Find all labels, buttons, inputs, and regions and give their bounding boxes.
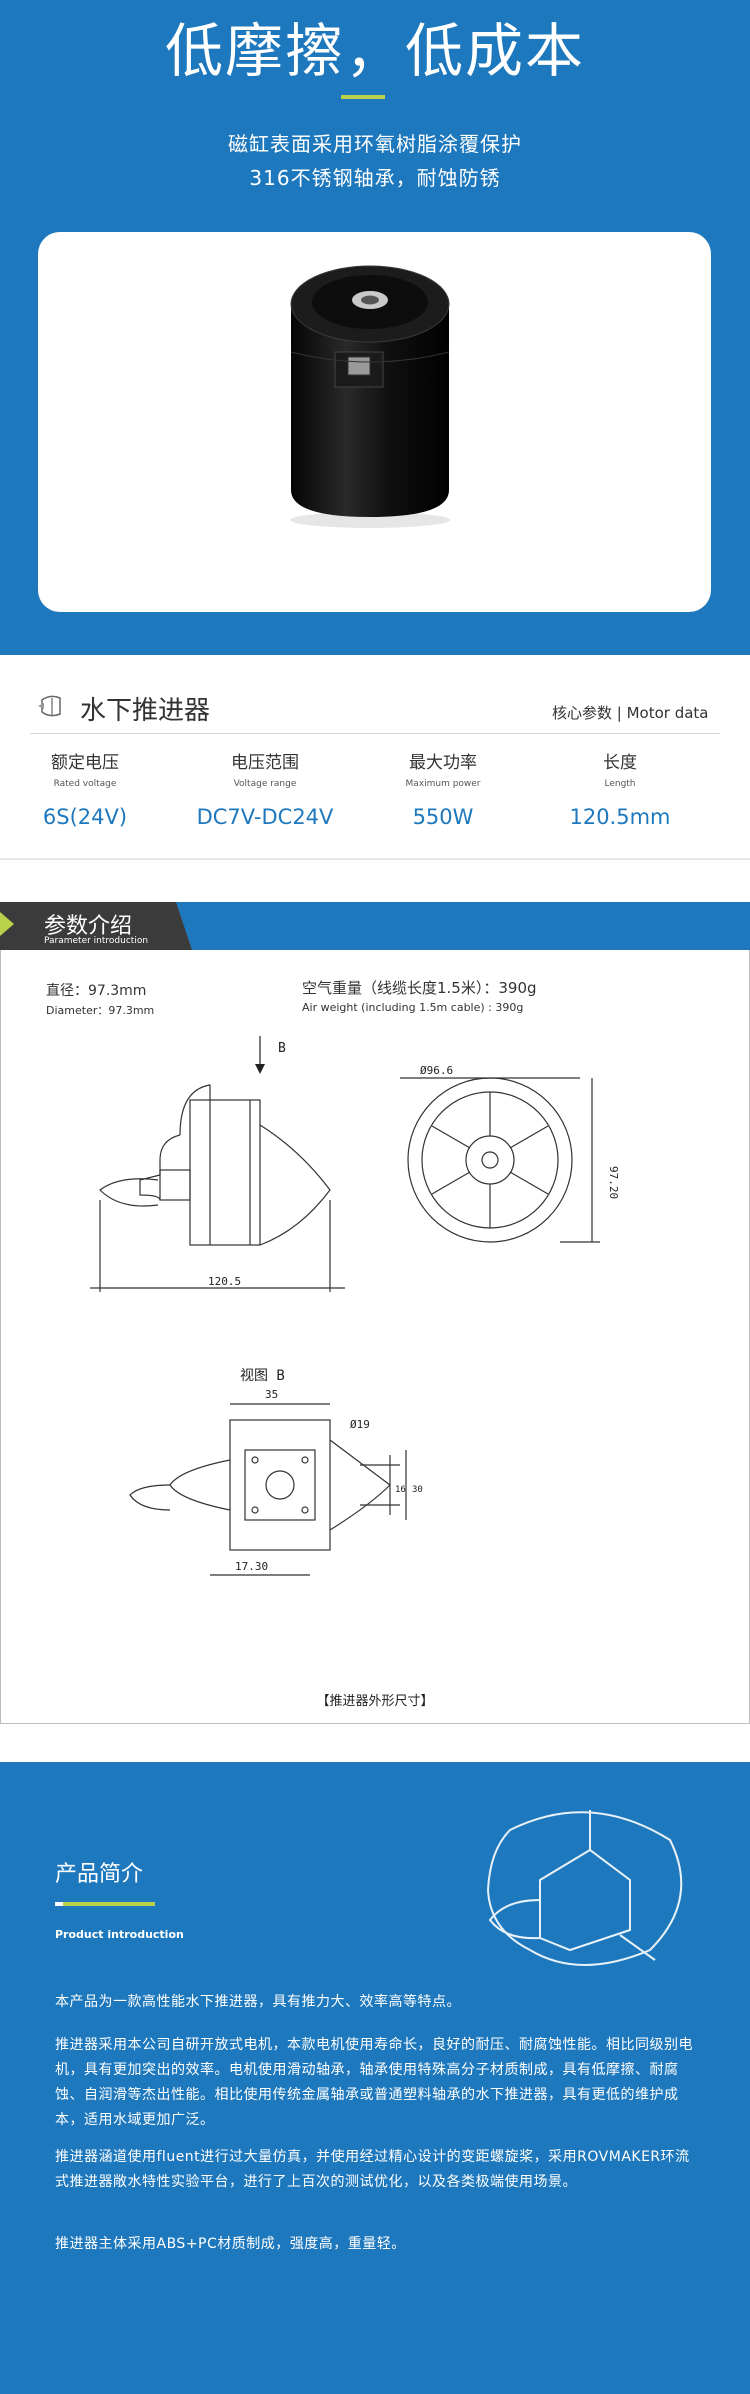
spec-label-en: Maximum power xyxy=(405,779,481,789)
dim-phi19: Ø19 xyxy=(350,1418,370,1431)
view-arrow-label: B xyxy=(278,1041,286,1056)
spec-value: 550W xyxy=(412,805,474,829)
spec-label-en: Rated voltage xyxy=(53,779,117,789)
product-photo-card xyxy=(38,232,711,612)
spec-label: 额定电压 xyxy=(51,753,119,773)
side-view: 120.5 xyxy=(90,1084,345,1292)
spec-max-power: 最大功率 Maximum power 550W xyxy=(358,748,528,829)
spec-label-en: Length xyxy=(604,779,636,789)
intro-underline xyxy=(55,1902,155,1906)
spec-label: 长度 xyxy=(603,753,637,773)
diameter-zh: 直径：97.3mm xyxy=(46,983,147,999)
dim-height: 97.20 xyxy=(607,1166,620,1199)
diameter-en: Diameter：97.3mm xyxy=(46,1004,155,1017)
thruster-line-art xyxy=(470,1790,700,1980)
dim-16: 16 xyxy=(395,1485,406,1495)
dim-35: 35 xyxy=(265,1388,278,1401)
air-weight-en: Air weight (including 1.5m cable) : 390g xyxy=(302,1001,524,1014)
intro-paragraph-3: 推进器涵道使用fluent进行过大量仿真，并使用经过精心设计的变距螺旋桨，采用R… xyxy=(55,2149,690,2190)
spec-rated-voltage: 额定电压 Rated voltage 6S(24V) xyxy=(0,748,170,829)
spec-label: 最大功率 xyxy=(409,753,477,773)
intro-paragraph-4: 推进器主体采用ABS+PC材质制成，强度高，重量轻。 xyxy=(55,2236,406,2252)
tab-marker-icon xyxy=(0,912,14,936)
dim-length: 120.5 xyxy=(208,1275,241,1288)
parameters-subtitle: Parameter introduction xyxy=(44,936,149,946)
spec-label-en: Voltage range xyxy=(233,779,297,789)
intro-underline-accent xyxy=(55,1902,63,1906)
intro-paragraph-1: 本产品为一款高性能水下推进器，具有推力大、效率高等特点。 xyxy=(55,1994,461,2010)
parameters-title: 参数介绍 xyxy=(44,914,133,939)
hero-title: 低摩擦，低成本 xyxy=(164,17,585,85)
intro-section xyxy=(0,1762,750,2394)
thruster-photo xyxy=(290,265,450,528)
spec-value: 120.5mm xyxy=(569,805,671,829)
intro-subtitle: Product introduction xyxy=(55,1928,184,1941)
specs-divider xyxy=(30,733,720,734)
front-view: Ø96.6 97.20 xyxy=(400,1064,620,1243)
dim-30: 30 xyxy=(412,1485,423,1495)
drawing-caption: 【推进器外形尺寸】 xyxy=(316,1694,434,1709)
spec-voltage-range: 电压范围 Voltage range DC7V-DC24V xyxy=(180,748,350,829)
specs-bottom-divider xyxy=(0,858,750,860)
view-arrow-head xyxy=(255,1064,265,1074)
specs-subtitle: 核心参数 | Motor data xyxy=(552,704,709,722)
hero-title-underline xyxy=(341,95,385,99)
spec-value: 6S(24V) xyxy=(42,805,128,829)
dimension-drawing: B 120.5 xyxy=(60,1030,700,1670)
spec-label: 电压范围 xyxy=(231,753,299,773)
intro-title: 产品简介 xyxy=(55,1862,144,1887)
spec-length: 长度 Length 120.5mm xyxy=(535,748,705,829)
parameters-tab xyxy=(0,902,192,950)
thruster-icon xyxy=(36,692,64,720)
hero-feature-line-2: 316不锈钢轴承，耐蚀防锈 xyxy=(249,166,501,190)
spec-value: DC7V-DC24V xyxy=(196,805,334,829)
view-b: 35 Ø19 16 30 17.30 xyxy=(129,1388,423,1576)
specs-title: 水下推进器 xyxy=(80,696,211,726)
intro-paragraph-2: 推进器采用本公司自研开放式电机，本款电机使用寿命长，良好的耐压、耐腐蚀性能。相比… xyxy=(55,2037,693,2128)
air-weight-zh: 空气重量（线缆长度1.5米）：390g xyxy=(302,979,537,997)
view-b-title: 视图 B xyxy=(240,1368,285,1384)
hero-feature-line-1: 磁缸表面采用环氧树脂涂覆保护 xyxy=(228,132,522,156)
dim-dia-small: Ø96.6 xyxy=(420,1064,453,1077)
dim-1730: 17.30 xyxy=(235,1560,268,1573)
parameters-frame xyxy=(0,902,750,1724)
